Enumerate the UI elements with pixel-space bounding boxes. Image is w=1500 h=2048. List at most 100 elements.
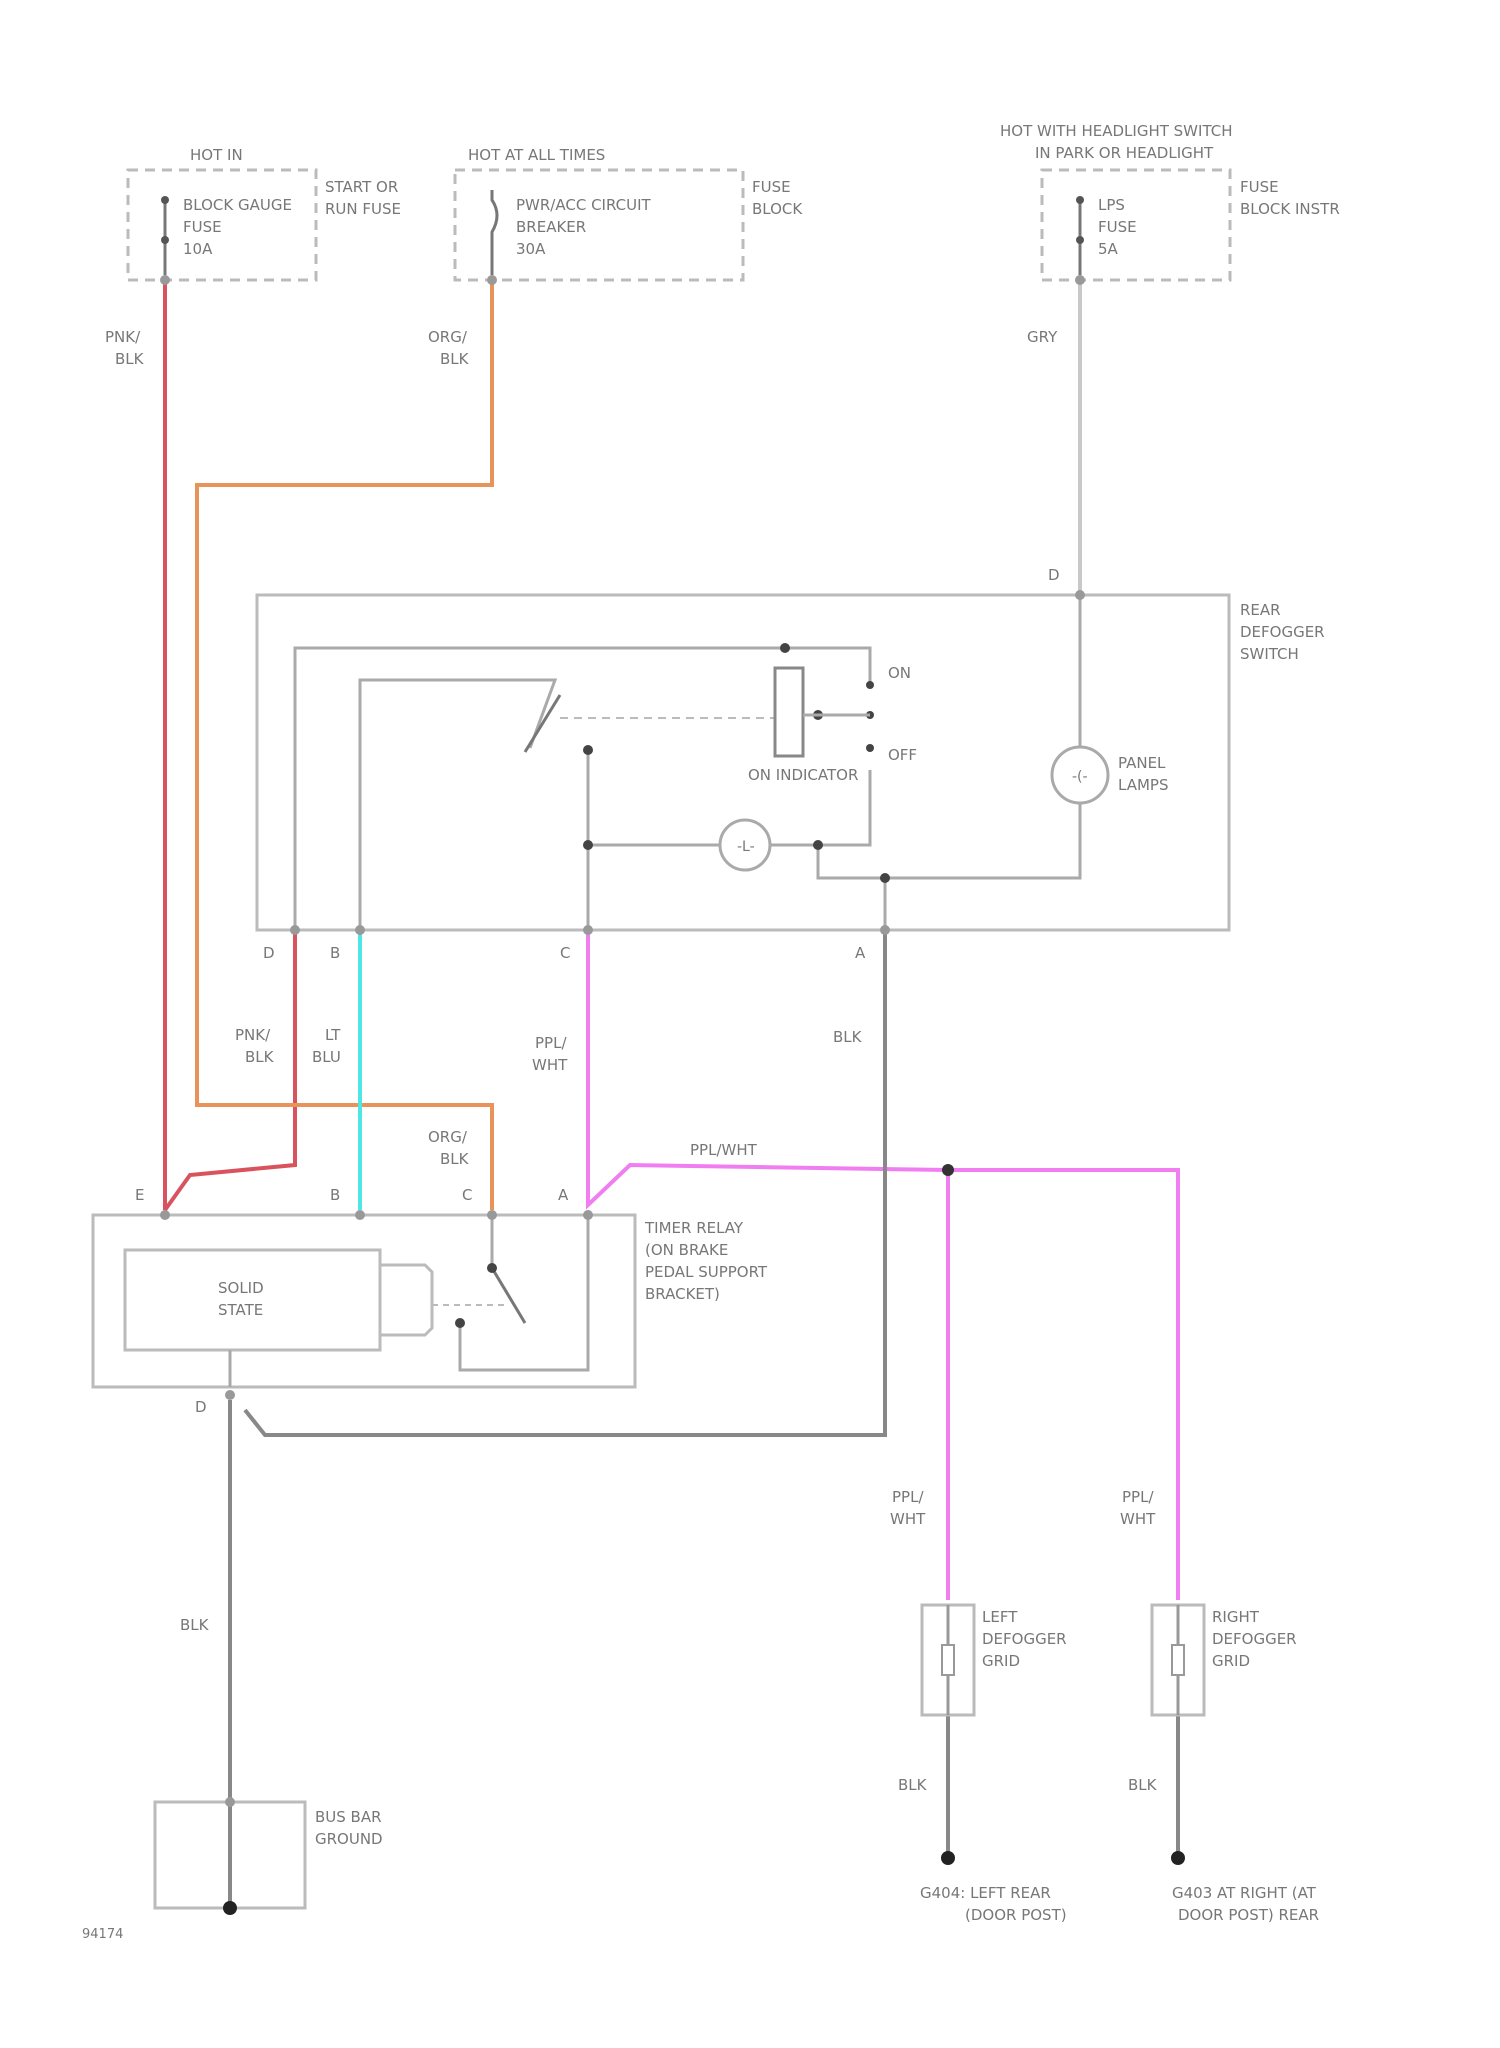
bus-bar-ground-dot: [223, 1901, 237, 1915]
fuse-3-line-2: FUSE: [1098, 218, 1137, 236]
hot-in-label: HOT IN: [190, 146, 243, 164]
right-grid-3: GRID: [1212, 1652, 1250, 1670]
circuit-breaker: HOT AT ALL TIMES PWR/ACC CIRCUIT BREAKER…: [455, 146, 803, 280]
switch-trace-d: [295, 648, 870, 930]
panel-lamps-2: LAMPS: [1118, 776, 1168, 794]
relay-name-3: PEDAL SUPPORT: [645, 1263, 768, 1281]
relay-pin-a: A: [558, 1186, 569, 1204]
switch-pin-a: A: [855, 944, 866, 962]
switch-slider: [775, 668, 803, 756]
fuse-3-line-1: LPS: [1098, 196, 1125, 214]
lamp-symbol: -L-: [737, 839, 755, 855]
bus-bar-2: GROUND: [315, 1830, 383, 1848]
fuse-3-side-1: FUSE: [1240, 178, 1279, 196]
relay-contact-fixed: [455, 1318, 465, 1328]
label-blk-ground: BLK: [180, 1616, 210, 1634]
switch-name-2: DEFOGGER: [1240, 623, 1325, 641]
breaker-side-1: FUSE: [752, 178, 791, 196]
switch-name-1: REAR: [1240, 601, 1281, 619]
fuse-3-terminal-bottom: [1076, 236, 1084, 244]
relay-contact-arm: [492, 1268, 525, 1323]
switch-terminal-a: [880, 925, 890, 935]
switch-on-contact: [866, 681, 874, 689]
right-grid-1: RIGHT: [1212, 1608, 1260, 1626]
left-grid-2: DEFOGGER: [982, 1630, 1067, 1648]
breaker-side-2: BLOCK: [752, 200, 803, 218]
fuse-block-gauge: HOT IN BLOCK GAUGE FUSE 10A START OR RUN…: [128, 146, 401, 280]
fuse-1-dashed-box: [128, 170, 316, 280]
switch-off-contact: [866, 744, 874, 752]
left-grid-3: GRID: [982, 1652, 1020, 1670]
left-grid-resistor: [942, 1645, 954, 1675]
switch-node-3: [583, 840, 593, 850]
fuse-1-side-2: RUN FUSE: [325, 200, 401, 218]
switch-terminal-d-top: [1075, 590, 1085, 600]
switch-node-4: [813, 840, 823, 850]
label-org-blk-top-1: ORG/: [428, 328, 468, 346]
switch-node-1: [780, 643, 790, 653]
switch-node-5: [880, 873, 890, 883]
solid-state-coil: [380, 1265, 432, 1335]
left-defogger-grid: LEFT DEFOGGER GRID: [922, 1605, 1067, 1715]
panel-lamp-symbol: -(-: [1072, 769, 1088, 785]
fuse-3-side-2: BLOCK INSTR: [1240, 200, 1340, 218]
fuse-1-side-1: START OR: [325, 178, 398, 196]
switch-node-6: [583, 745, 593, 755]
splice-ppl-wht: [942, 1164, 954, 1176]
fuse-3-terminal-top: [1076, 196, 1084, 204]
label-lt-blu-2: BLU: [312, 1048, 341, 1066]
relay-terminal-b: [355, 1210, 365, 1220]
relay-name-2: (ON BRAKE: [645, 1241, 728, 1259]
right-rear-ground: G403 AT RIGHT (AT DOOR POST) REAR: [1171, 1851, 1319, 1924]
relay-contact-pivot: [487, 1263, 497, 1273]
left-ground-dot: [941, 1851, 955, 1865]
label-ppl-wht-left-2: WHT: [890, 1510, 926, 1528]
fuse-1-out-terminal: [160, 275, 170, 285]
label-lt-blu-1: LT: [325, 1026, 341, 1044]
switch-trace-a: [818, 845, 885, 930]
bus-bar-terminal: [225, 1797, 235, 1807]
solid-state-module: [125, 1250, 380, 1350]
switch-name-3: SWITCH: [1240, 645, 1299, 663]
wire-ppl-wht-right-grid: [948, 1170, 1178, 1600]
label-pnk-blk-mid-1: PNK/: [235, 1026, 271, 1044]
switch-trace-b: [360, 680, 555, 930]
wire-blk-switch: [245, 930, 885, 1435]
relay-pin-e: E: [135, 1186, 144, 1204]
switch-terminal-b: [355, 925, 365, 935]
label-blk-left-grid: BLK: [898, 1776, 928, 1794]
label-ppl-wht-left-1: PPL/: [892, 1488, 924, 1506]
fuse-3-out-terminal: [1075, 275, 1085, 285]
right-grid-resistor: [1172, 1645, 1184, 1675]
label-blk-right-grid: BLK: [1128, 1776, 1158, 1794]
left-rear-ground: G404: LEFT REAR (DOOR POST): [920, 1851, 1067, 1924]
label-ppl-wht-inline: PPL/WHT: [690, 1141, 758, 1159]
switch-pin-c: C: [560, 944, 570, 962]
breaker-line-3: 30A: [516, 240, 546, 258]
panel-lamps-1: PANEL: [1118, 754, 1166, 772]
label-pnk-blk-top-1: PNK/: [105, 328, 141, 346]
breaker-out-terminal: [487, 275, 497, 285]
right-defogger-grid: RIGHT DEFOGGER GRID: [1152, 1605, 1297, 1715]
switch-pin-b: B: [330, 944, 340, 962]
label-pnk-blk-mid-2: BLK: [245, 1048, 275, 1066]
relay-pin-b: B: [330, 1186, 340, 1204]
right-ground-2: DOOR POST) REAR: [1178, 1906, 1319, 1924]
solid-state-2: STATE: [218, 1301, 263, 1319]
solid-state-1: SOLID: [218, 1279, 264, 1297]
breaker-element: [492, 190, 497, 275]
fuse-1-line-1: BLOCK GAUGE: [183, 196, 292, 214]
timer-relay: SOLID STATE TIMER RELAY (ON BRAKE PEDAL …: [93, 1186, 768, 1416]
right-ground-dot: [1171, 1851, 1185, 1865]
bus-bar-1: BUS BAR: [315, 1808, 382, 1826]
switch-on-label: ON: [888, 664, 911, 682]
label-pnk-blk-top-2: BLK: [115, 350, 145, 368]
label-gry: GRY: [1027, 328, 1058, 346]
left-ground-1: G404: LEFT REAR: [920, 1884, 1051, 1902]
switch-trace-panel: [885, 595, 1080, 878]
switch-terminal-c: [583, 925, 593, 935]
breaker-line-2: BREAKER: [516, 218, 586, 236]
breaker-dashed-box: [455, 170, 743, 280]
relay-terminal-e: [160, 1210, 170, 1220]
